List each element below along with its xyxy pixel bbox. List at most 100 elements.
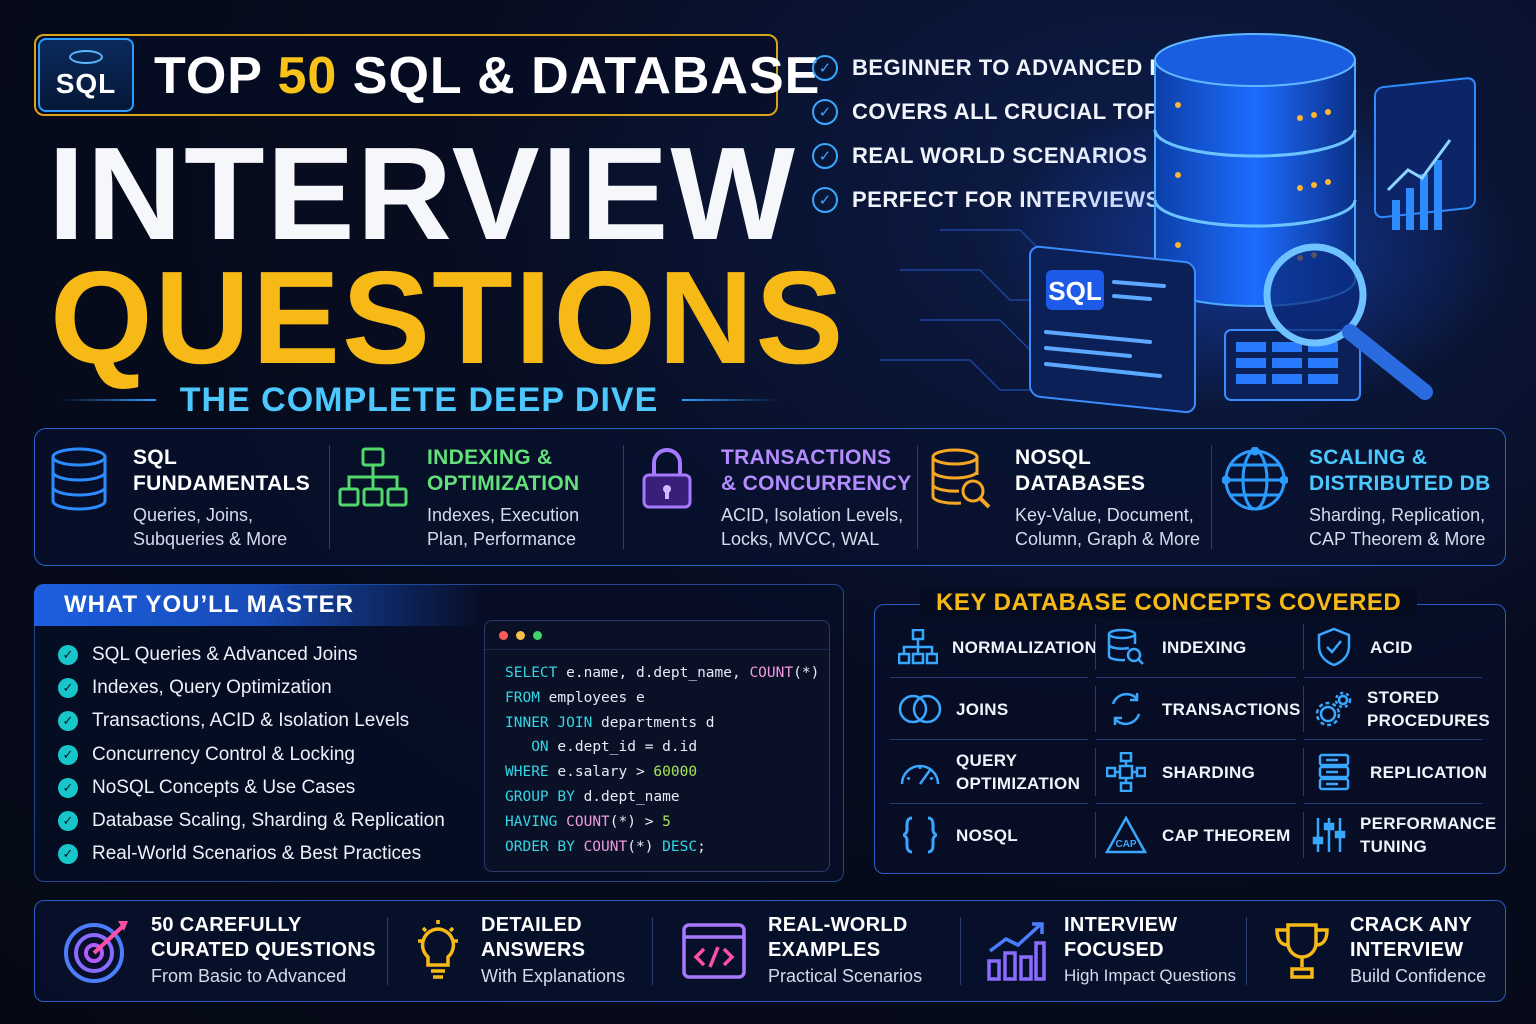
- sliders-icon: [1312, 816, 1346, 854]
- list-item-label: NoSQL Concepts & Use Cases: [92, 776, 356, 798]
- topic-desc: ACID, Isolation Levels,Locks, MVCC, WAL: [721, 505, 904, 549]
- topic-transactions: TRANSACTIONS & CONCURRENCY ACID, Isolati…: [623, 429, 917, 565]
- concept-nosql: NOSQL: [890, 804, 1096, 866]
- headline-questions: QUESTIONS: [50, 244, 846, 391]
- concept-cap-theorem: CAP CAP THEOREM: [1096, 804, 1304, 866]
- concept-joins: JOINS: [890, 678, 1096, 740]
- divider-right: [682, 399, 778, 401]
- code-window: SELECT e.name, d.dept_name, COUNT(*) FRO…: [484, 620, 830, 872]
- cycle-icon: [1104, 690, 1148, 728]
- list-item: ✓ Real-World Scenarios & Best Practices: [58, 838, 445, 871]
- headline-interview: INTERVIEW: [48, 120, 797, 267]
- benefit-desc: From Basic to Advanced: [151, 966, 347, 986]
- concept-sharding: SHARDING: [1096, 740, 1304, 804]
- subtitle: THE COMPLETE DEEP DIVE: [60, 378, 778, 422]
- gauge-icon: [898, 756, 942, 788]
- benefit-crack-interview: CRACK ANY INTERVIEW Build Confidence: [1246, 901, 1505, 1001]
- topic-desc: Queries, Joins,Subqueries & More: [133, 505, 288, 549]
- benefit-examples: REAL-WORLD EXAMPLES Practical Scenarios: [652, 901, 960, 1001]
- list-item-label: Real-World Scenarios & Best Practices: [92, 843, 422, 865]
- concept-indexing: INDEXING: [1096, 616, 1304, 678]
- check-icon: ✓: [58, 844, 78, 865]
- topic-title: FUNDAMENTALS: [133, 472, 311, 495]
- benefit-title: DETAILED: [481, 914, 582, 936]
- divider-left: [60, 399, 156, 401]
- benefit-desc: High Impact Questions: [1064, 966, 1236, 985]
- topic-desc: Sharding, Replication,CAP Theorem & More: [1309, 505, 1486, 549]
- benefit-title: ANSWERS: [481, 939, 586, 961]
- hero-illustration: SQL: [880, 33, 1510, 414]
- subtitle-text: THE COMPLETE DEEP DIVE: [179, 380, 659, 419]
- topic-title: NOSQL: [1015, 446, 1092, 469]
- benefit-title: CURATED QUESTIONS: [151, 939, 376, 961]
- cap-icon-label: CAP: [1115, 839, 1136, 850]
- benefit-desc: Practical Scenarios: [768, 966, 923, 986]
- check-circle-icon: ✓: [812, 55, 838, 81]
- sql-code: SELECT e.name, d.dept_name, COUNT(*) FRO…: [505, 665, 820, 855]
- concept-transactions: TRANSACTIONS: [1096, 678, 1304, 740]
- topic-title: & CONCURRENCY: [721, 472, 912, 495]
- topic-title: DATABASES: [1015, 472, 1146, 495]
- sql-window-icon: SQL: [1029, 245, 1196, 414]
- benefit-title: INTERVIEW: [1064, 914, 1178, 936]
- topic-sql-fundamentals: SQL FUNDAMENTALS Queries, Joins,Subqueri…: [35, 429, 329, 565]
- sql-badge: SQL: [38, 38, 134, 112]
- title-prefix: TOP: [154, 47, 263, 105]
- database-icon: [69, 50, 103, 64]
- title-number: 50: [277, 47, 338, 105]
- benefit-desc: Build Confidence: [1350, 966, 1487, 986]
- chart-up-icon: [986, 921, 1046, 981]
- magnifier-icon: [1263, 243, 1433, 400]
- trophy-icon: [1272, 921, 1332, 981]
- lightbulb-icon: [413, 919, 463, 983]
- lock-icon: [623, 445, 711, 565]
- cap-triangle-icon: CAP: [1104, 816, 1148, 854]
- sql-window-label: SQL: [1048, 276, 1102, 306]
- window-dot-red: [499, 631, 508, 640]
- benefit-title: FOCUSED: [1064, 939, 1164, 961]
- benefit-title: INTERVIEW: [1350, 939, 1464, 961]
- topic-indexing: INDEXING & OPTIMIZATION Indexes, Executi…: [329, 429, 623, 565]
- list-item-label: Concurrency Control & Locking: [92, 743, 355, 765]
- master-header-bg: [34, 584, 484, 626]
- check-icon: ✓: [58, 777, 78, 798]
- concept-replication: REPLICATION: [1304, 740, 1490, 804]
- check-icon: ✓: [58, 711, 78, 732]
- list-item: ✓Database Scaling, Sharding & Replicatio…: [58, 804, 445, 837]
- list-item: ✓Transactions, ACID & Isolation Levels: [58, 705, 445, 738]
- topic-title: TRANSACTIONS: [721, 446, 892, 469]
- benefit-questions: 50 CAREFULLY CURATED QUESTIONS From Basi…: [35, 901, 387, 1001]
- topics-bar: SQL FUNDAMENTALS Queries, Joins,Subqueri…: [34, 428, 1506, 566]
- gears-icon: [1312, 690, 1353, 728]
- check-circle-icon: ✓: [812, 187, 838, 213]
- globe-icon: [1211, 445, 1299, 565]
- shield-check-icon: [1312, 627, 1356, 667]
- concepts-grid: NORMALIZATION INDEXING ACID JOINS TRANSA…: [890, 616, 1496, 866]
- chart-panel-icon: [1374, 77, 1476, 230]
- hierarchy-icon: [329, 445, 417, 565]
- window-titlebar-divider: [485, 649, 829, 650]
- concept-acid: ACID: [1304, 616, 1490, 678]
- benefit-title: CRACK ANY: [1350, 914, 1472, 936]
- braces-icon: [898, 815, 942, 855]
- topic-scaling: SCALING & DISTRIBUTED DB Sharding, Repli…: [1211, 429, 1505, 565]
- title-suffix: SQL & DATABASE: [352, 47, 821, 105]
- master-title: WHAT YOU’LL MASTER: [64, 591, 354, 618]
- list-item-label: Database Scaling, Sharding & Replication: [92, 810, 445, 832]
- code-window-icon: [678, 923, 750, 979]
- topic-nosql: NOSQL DATABASES Key-Value, Document,Colu…: [917, 429, 1211, 565]
- server-icon: [1312, 753, 1356, 791]
- benefit-title: EXAMPLES: [768, 939, 881, 961]
- table-grid-icon: [1224, 329, 1361, 401]
- list-item: ✓Indexes, Query Optimization: [58, 671, 445, 704]
- list-item-label: Indexes, Query Optimization: [92, 676, 332, 698]
- concepts-title: KEY DATABASE CONCEPTS COVERED: [920, 588, 1418, 618]
- page-title: TOP 50 SQL & DATABASE: [154, 44, 820, 108]
- window-dot-yellow: [516, 631, 525, 640]
- topic-title: SCALING &: [1309, 446, 1428, 469]
- list-item: ✓Concurrency Control & Locking: [58, 738, 445, 771]
